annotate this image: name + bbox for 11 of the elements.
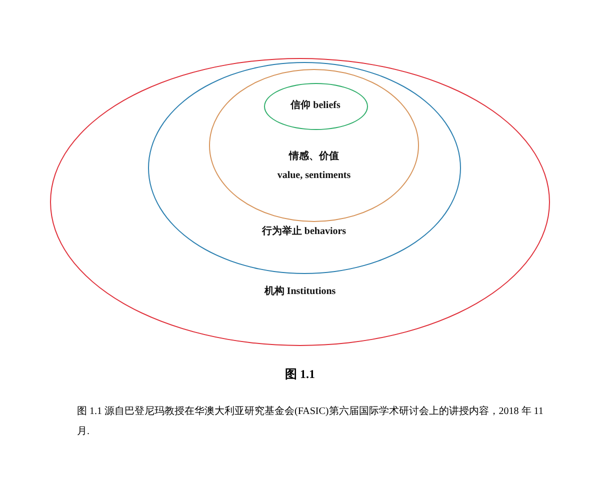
ellipse-layer bbox=[264, 82, 368, 130]
ellipse-layer bbox=[209, 69, 419, 222]
layer-label: 信仰 beliefs bbox=[290, 100, 340, 112]
layer-label: 情感、价值 bbox=[289, 151, 339, 163]
ellipse-layer bbox=[148, 62, 460, 274]
layer-label: value, sentiments bbox=[277, 170, 351, 182]
figure-title: 图 1.1 bbox=[285, 366, 315, 383]
layer-label: 机构 Institutions bbox=[264, 286, 336, 298]
figure-caption: 图 1.1 源自巴登尼玛教授在华澳大利亚研究基金会(FASIC)第六届国际学术研讨会上的讲授内容，2018 年 11 月. bbox=[77, 404, 544, 439]
ellipse-layer bbox=[50, 58, 550, 346]
layer-label: 行为举止 behaviors bbox=[262, 226, 346, 238]
